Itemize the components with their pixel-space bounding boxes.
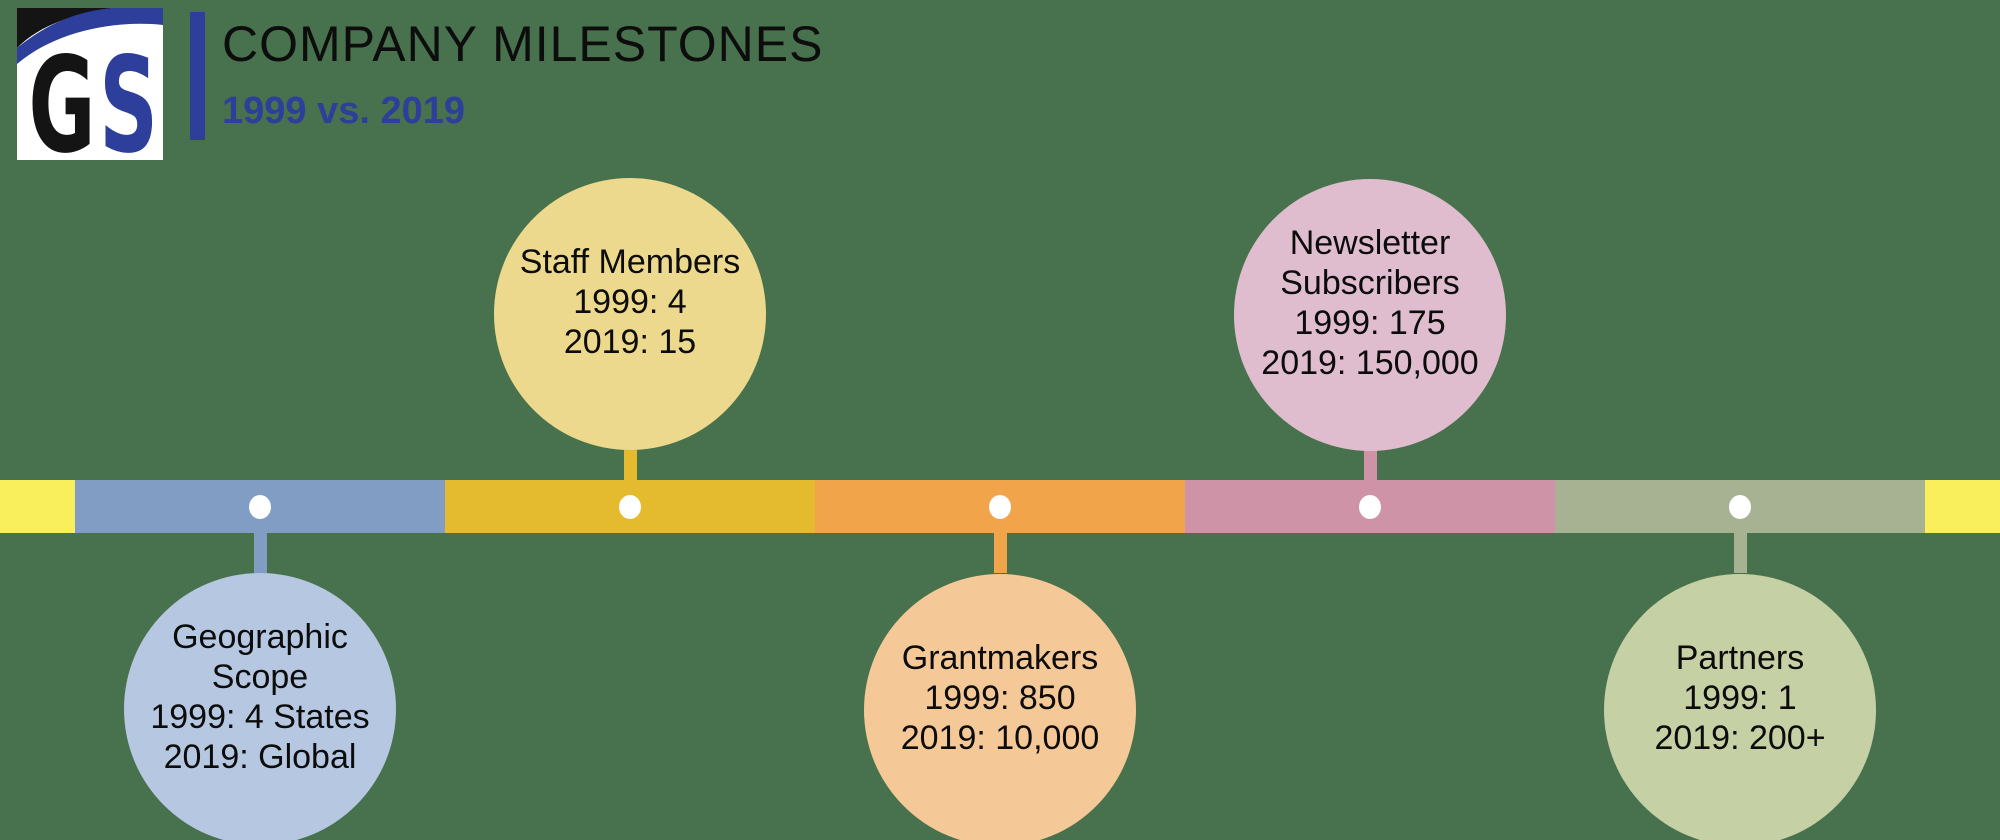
- milestone-2019-value: 2019: 150,000: [1261, 344, 1479, 382]
- page-title: COMPANY MILESTONES: [222, 16, 824, 72]
- milestone-2019-value: 2019: 200+: [1654, 719, 1826, 757]
- milestone-circle-partners: Partners 1999: 1 2019: 200+: [1604, 574, 1876, 840]
- timeline-dot-staff-members: [619, 495, 641, 519]
- milestone-2019-value: 2019: 10,000: [900, 719, 1100, 757]
- timeline-dot-partners: [1729, 495, 1751, 519]
- milestone-text: Newsletter Subscribers 1999: 175 2019: 1…: [1261, 223, 1478, 383]
- connector-stem-partners: [1734, 533, 1747, 573]
- connector-stem-grantmakers: [994, 533, 1007, 573]
- milestone-label-line: Staff Members: [519, 243, 741, 281]
- milestone-1999-value: 1999: 1: [1683, 679, 1797, 717]
- milestone-circle-newsletter-subscribers: Newsletter Subscribers 1999: 175 2019: 1…: [1234, 179, 1506, 451]
- gs-company-logo: G S: [17, 8, 163, 160]
- logo-blue-swoosh: [17, 8, 163, 64]
- timeline-segment-cap-right: [1925, 480, 2000, 533]
- timeline-dot-newsletter-subscribers: [1359, 495, 1381, 519]
- timeline-dot-grantmakers: [989, 495, 1011, 519]
- milestone-circle-grantmakers: Grantmakers 1999: 850 2019: 10,000: [864, 574, 1136, 840]
- page-subtitle: 1999 vs. 2019: [222, 90, 466, 132]
- timeline-segment-cap-left: [0, 480, 75, 533]
- logo-letter-g: G: [28, 28, 95, 160]
- timeline-dot-geographic-scope: [249, 495, 271, 519]
- milestone-1999-value: 1999: 4 States: [150, 698, 370, 736]
- connector-stem-staff-members: [624, 450, 637, 481]
- milestone-text: Grantmakers 1999: 850 2019: 10,000: [901, 638, 1100, 758]
- milestone-1999-value: 1999: 850: [924, 679, 1076, 717]
- milestone-2019-value: 2019: Global: [163, 738, 357, 776]
- milestone-label-line: Partners: [1675, 639, 1805, 677]
- milestone-circle-staff-members: Staff Members 1999: 4 2019: 15: [494, 178, 766, 450]
- connector-stem-geographic-scope: [254, 533, 267, 573]
- milestone-label-line: Grantmakers: [901, 639, 1099, 677]
- milestone-text: Staff Members 1999: 4 2019: 15: [520, 242, 740, 362]
- milestone-text: Partners 1999: 1 2019: 200+: [1654, 638, 1825, 758]
- logo-black-wedge: [17, 8, 113, 48]
- logo-letter-s: S: [99, 28, 158, 160]
- milestone-label-line: Scope: [211, 658, 309, 696]
- milestone-1999-value: 1999: 4: [573, 283, 687, 321]
- milestone-1999-value: 1999: 175: [1294, 304, 1446, 342]
- milestone-label-line: Geographic: [172, 618, 348, 656]
- milestone-circle-geographic-scope: Geographic Scope 1999: 4 States 2019: Gl…: [124, 573, 396, 840]
- milestone-label-line: Newsletter: [1289, 224, 1451, 262]
- milestone-label-line: Subscribers: [1280, 264, 1460, 302]
- milestone-2019-value: 2019: 15: [563, 323, 697, 361]
- milestone-text: Geographic Scope 1999: 4 States 2019: Gl…: [150, 617, 369, 777]
- header-divider-bar: [190, 12, 205, 140]
- connector-stem-newsletter-subscribers: [1364, 450, 1377, 481]
